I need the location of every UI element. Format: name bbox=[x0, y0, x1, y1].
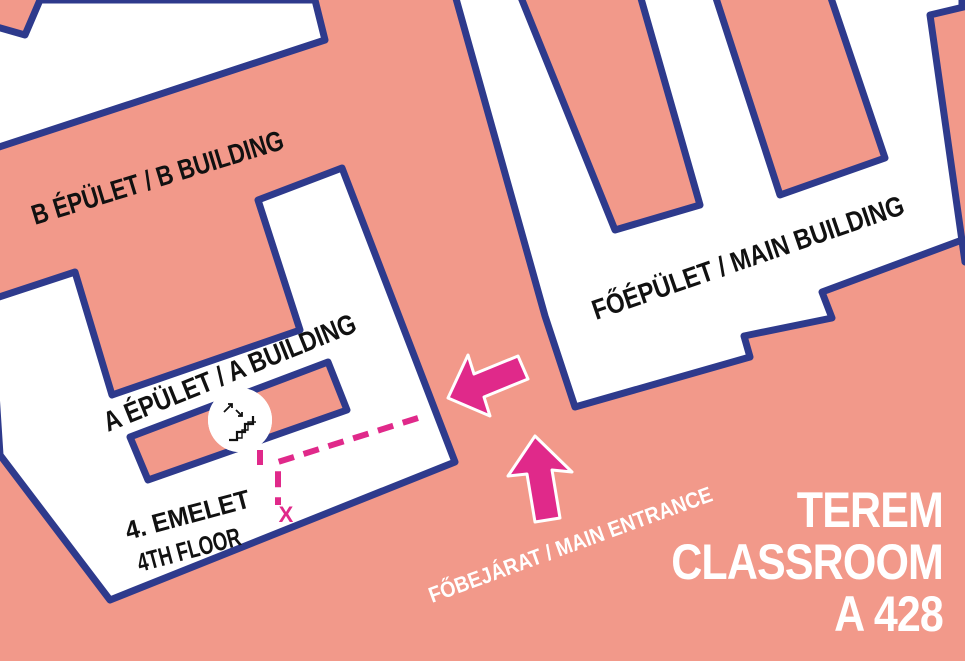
arrow-icon-entrance-up bbox=[506, 434, 574, 524]
arrow-icon-entrance-left bbox=[446, 353, 530, 418]
destination-marker: X bbox=[279, 502, 294, 527]
main-building-courtyard-right bbox=[712, 0, 889, 199]
main-building-courtyard-far bbox=[926, 3, 965, 266]
room-label: TEREM CLASSROOM A 428 bbox=[671, 482, 944, 642]
room-label-line2: CLASSROOM bbox=[671, 534, 944, 590]
stairs-icon bbox=[208, 388, 272, 452]
a-building bbox=[0, 164, 459, 604]
room-label-line1: TEREM bbox=[796, 482, 944, 538]
main-building-courtyard-left bbox=[518, 0, 704, 234]
b-building bbox=[0, 0, 329, 151]
room-label-line3: A 428 bbox=[834, 586, 944, 642]
